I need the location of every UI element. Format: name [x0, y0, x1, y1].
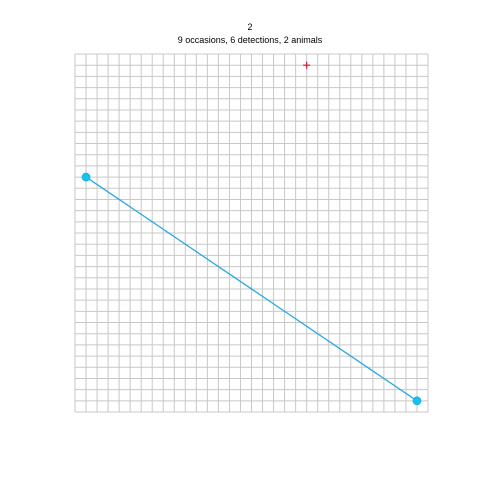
grid	[74, 53, 429, 413]
detection-series	[81, 172, 422, 406]
trap-marker	[303, 61, 311, 69]
trap-markers	[303, 61, 311, 69]
chart-title: 2	[247, 22, 253, 32]
detection-point	[81, 172, 91, 182]
chart-subtitle: 9 occasions, 6 detections, 2 animals	[177, 35, 323, 45]
series-line	[85, 176, 418, 402]
detection-point	[412, 396, 422, 406]
